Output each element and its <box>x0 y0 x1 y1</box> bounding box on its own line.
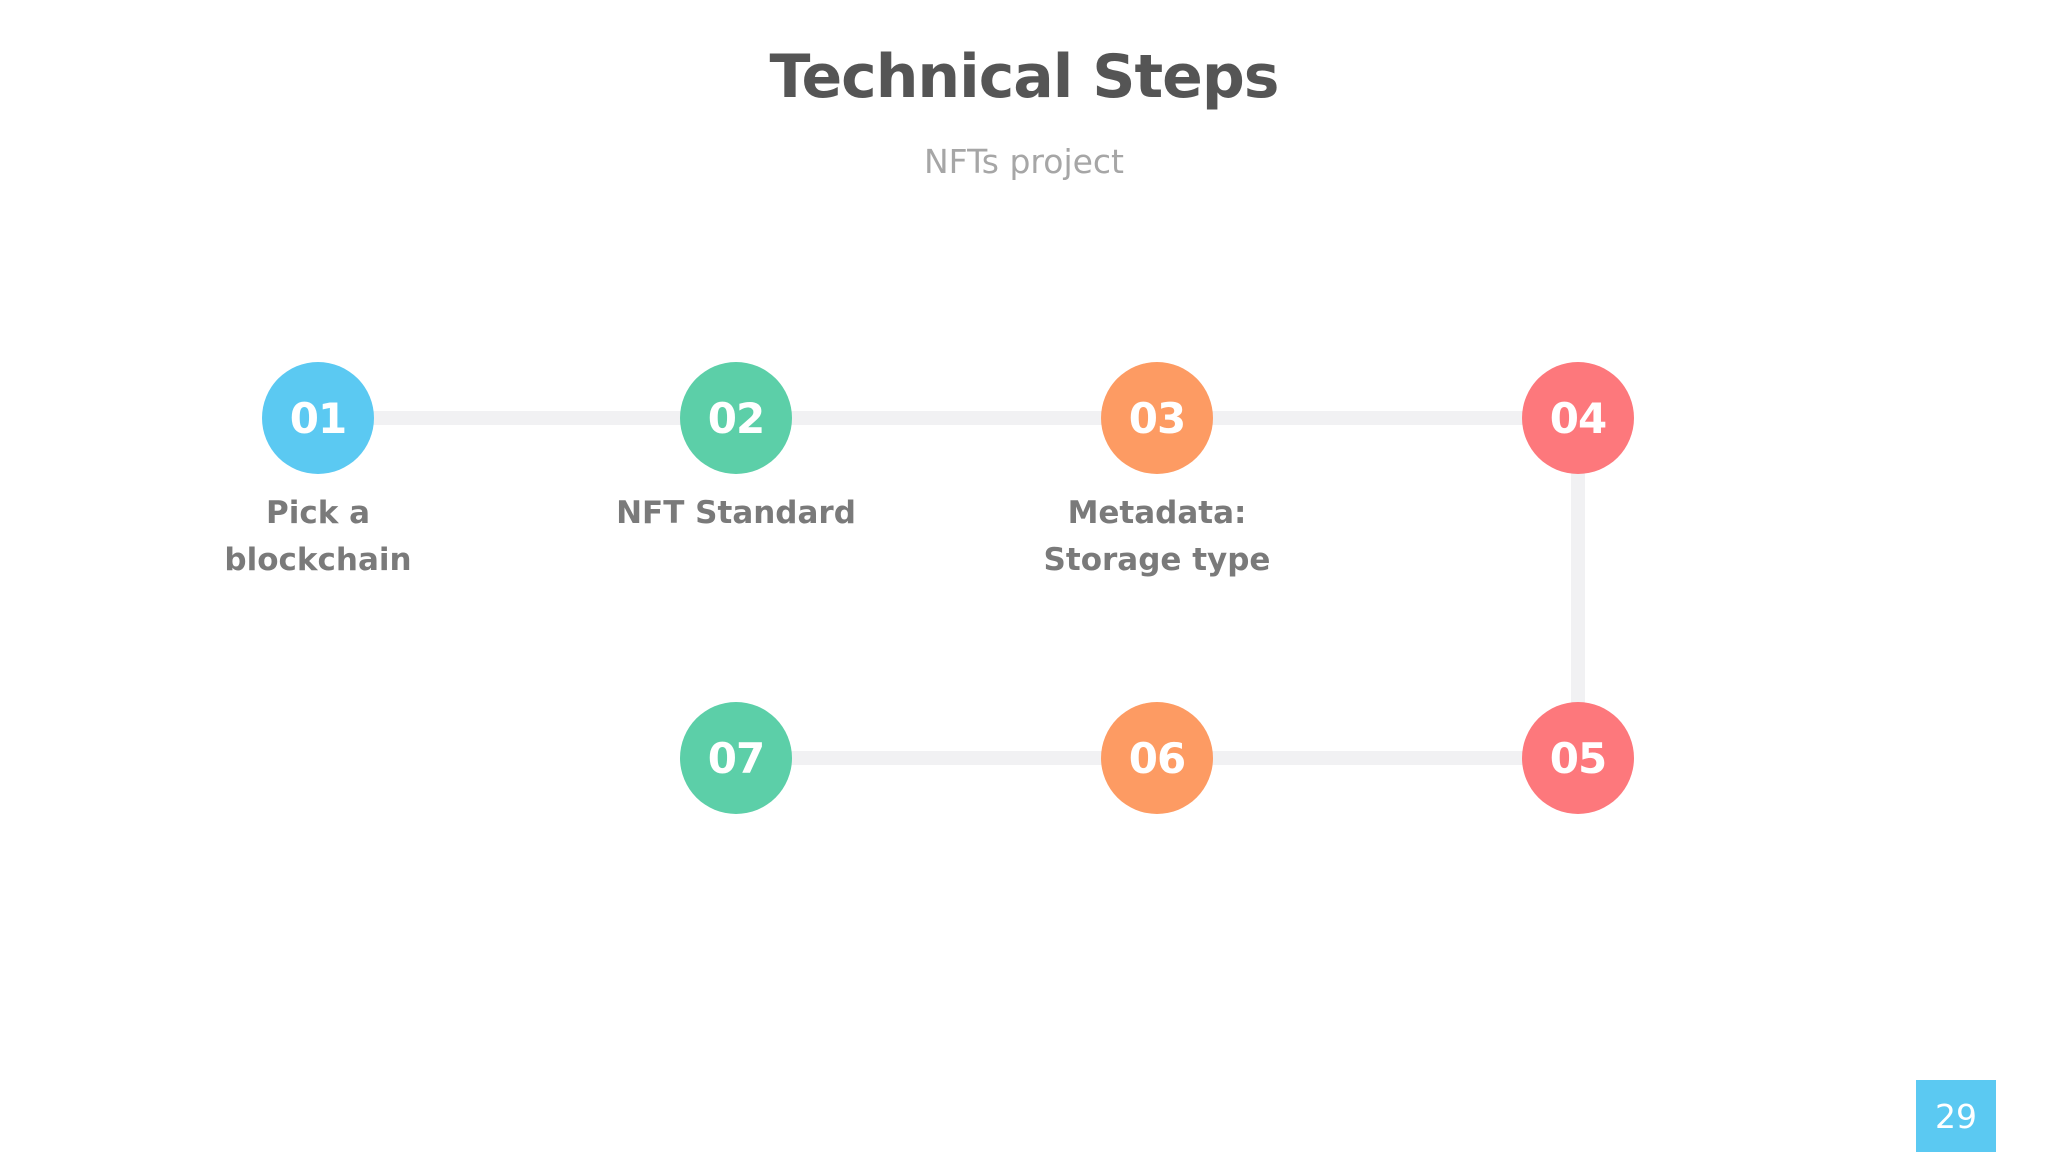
step-node-04: 04 <box>1522 362 1634 474</box>
step-number: 05 <box>1549 733 1607 783</box>
step-node-06: 06 <box>1101 702 1213 814</box>
step-node-02: 02 <box>680 362 792 474</box>
step-node-01: 01 <box>262 362 374 474</box>
slide-subtitle: NFTs project <box>924 142 1124 181</box>
step-number: 06 <box>1128 733 1186 783</box>
step-node-05: 05 <box>1522 702 1634 814</box>
step-number: 01 <box>289 393 347 443</box>
slide-title: Technical Steps <box>769 42 1280 112</box>
step-label-01: Pick a blockchain <box>224 495 412 578</box>
page-number-badge: 29 <box>1916 1080 1996 1152</box>
step-label-03: Metadata: Storage type <box>1043 495 1271 578</box>
step-node-07: 07 <box>680 702 792 814</box>
step-number: 03 <box>1128 393 1186 443</box>
step-number: 02 <box>707 393 765 443</box>
step-label-02: NFT Standard <box>616 495 856 531</box>
step-number: 07 <box>707 733 765 783</box>
step-node-03: 03 <box>1101 362 1213 474</box>
step-number: 04 <box>1549 393 1607 443</box>
